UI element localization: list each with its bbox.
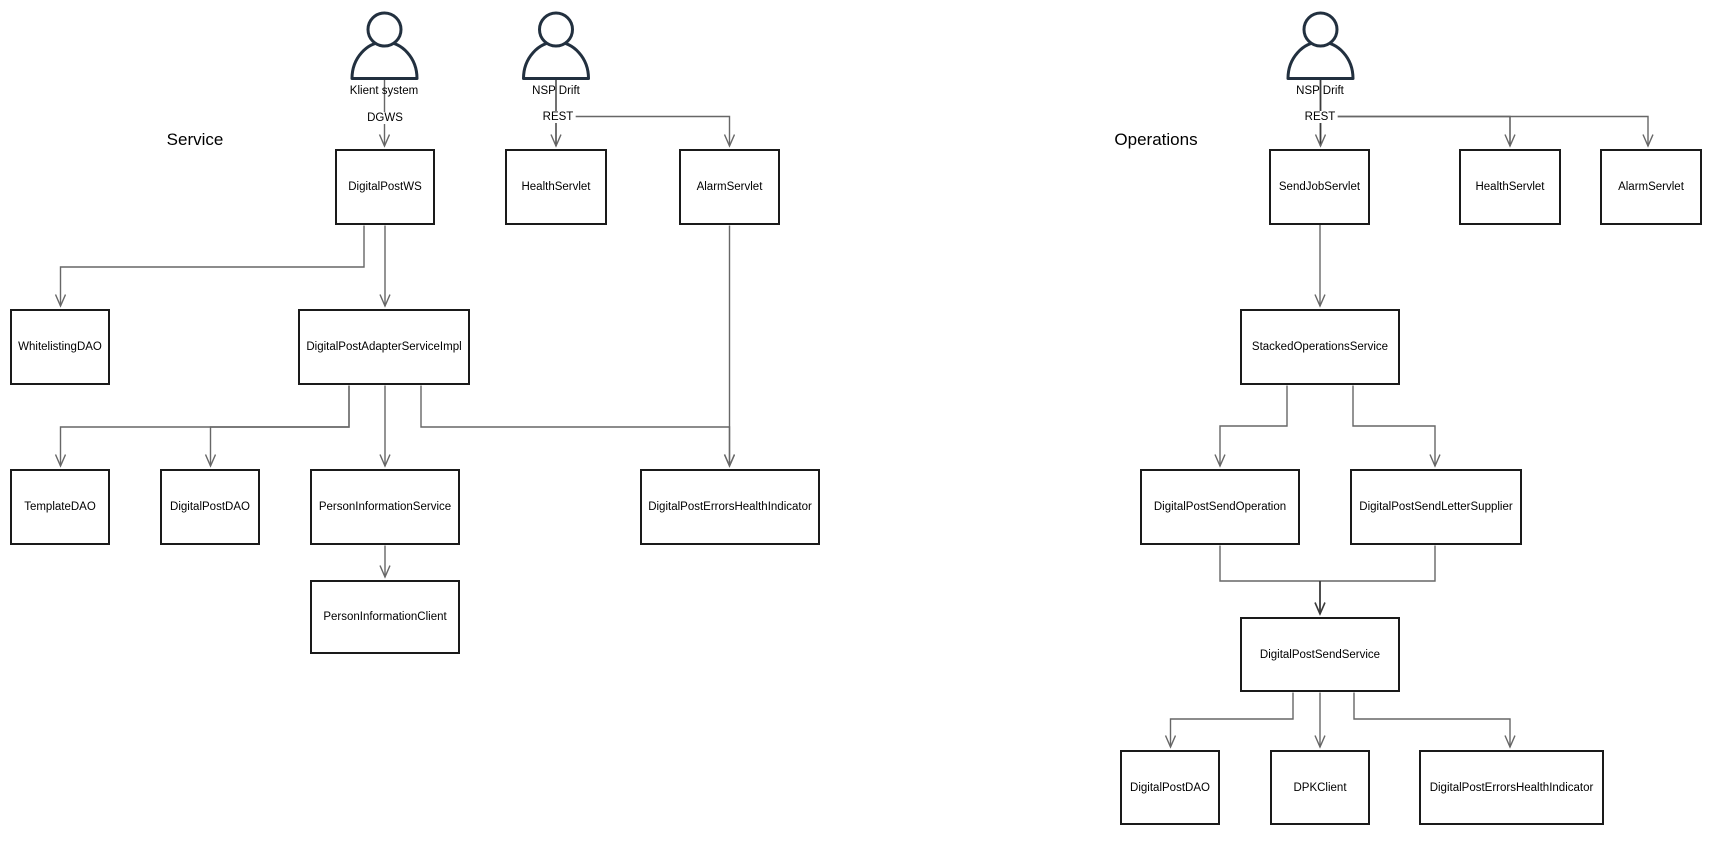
actor-label-klient-system: Klient system	[349, 85, 419, 97]
person-icon-nsp-drift-operations	[1286, 11, 1355, 80]
edge-sendoperation-sendservice	[1219, 545, 1320, 582]
node-digitalposterrorshealthindicator-operations: DigitalPostErrorsHealthIndicator	[1419, 750, 1604, 825]
edge-stacked-lettersupplier	[1352, 385, 1435, 467]
node-digitalpostdao-service: DigitalPostDAO	[160, 469, 260, 545]
edge-label-dgws: DGWS	[365, 112, 405, 124]
edge-adapter-digitalpostdao	[211, 385, 350, 467]
node-digitalpostsendlettersupplier: DigitalPostSendLetterSupplier	[1350, 469, 1522, 545]
edge-adapter-errorshealthindicator	[420, 385, 730, 467]
person-icon-klient-system	[350, 11, 419, 80]
section-title-service: Service	[166, 130, 224, 149]
person-icon-nsp-drift-service	[522, 11, 590, 80]
node-digitalpostdao-operations: DigitalPostDAO	[1120, 750, 1220, 825]
edge-label-rest-operations: REST	[1302, 111, 1338, 123]
node-sendjobservlet: SendJobServlet	[1269, 149, 1370, 225]
edge-sendservice-digitalpostdao	[1171, 692, 1294, 748]
section-title-operations: Operations	[1114, 130, 1198, 149]
node-digitalposterrorshealthindicator-service: DigitalPostErrorsHealthIndicator	[640, 469, 820, 545]
actor-label-nsp-drift-operations: NSP Drift	[1296, 85, 1344, 97]
node-healthservlet-service: HealthServlet	[505, 149, 607, 225]
node-healthservlet-operations: HealthServlet	[1459, 149, 1561, 225]
node-stackedoperationsservice: StackedOperationsService	[1240, 309, 1400, 385]
node-personinformationclient: PersonInformationClient	[310, 580, 460, 654]
node-alarmservlet-operations: AlarmServlet	[1600, 149, 1702, 225]
edge-nsp-alarmservlet-operations	[1320, 115, 1649, 147]
edge-lettersupplier-sendservice	[1320, 545, 1436, 582]
actor-label-nsp-drift-service: NSP Drift	[532, 85, 580, 97]
node-dpkclient: DPKClient	[1270, 750, 1370, 825]
edge-label-rest-service: REST	[540, 111, 576, 123]
node-templatedao: TemplateDAO	[10, 469, 110, 545]
edge-adapter-templatedao	[61, 385, 350, 467]
edge-nsp-alarmservlet-service	[556, 115, 730, 147]
node-personinformationservice: PersonInformationService	[310, 469, 460, 545]
node-digitalpostsendservice: DigitalPostSendService	[1240, 617, 1400, 692]
node-digitalpostsendoperation: DigitalPostSendOperation	[1140, 469, 1300, 545]
node-digitalpostadapterserviceimpl: DigitalPostAdapterServiceImpl	[298, 309, 470, 385]
edge-nsp-healthservlet-operations	[1320, 115, 1511, 147]
edge-stacked-sendoperation	[1220, 385, 1288, 467]
edge-digitalpostws-whitelistingdao	[61, 225, 365, 307]
node-alarmservlet-service: AlarmServlet	[679, 149, 780, 225]
edge-sendservice-errorshealthindicator	[1353, 692, 1510, 748]
node-whitelistingdao: WhitelistingDAO	[10, 309, 110, 385]
node-digitalpostws: DigitalPostWS	[335, 149, 435, 225]
